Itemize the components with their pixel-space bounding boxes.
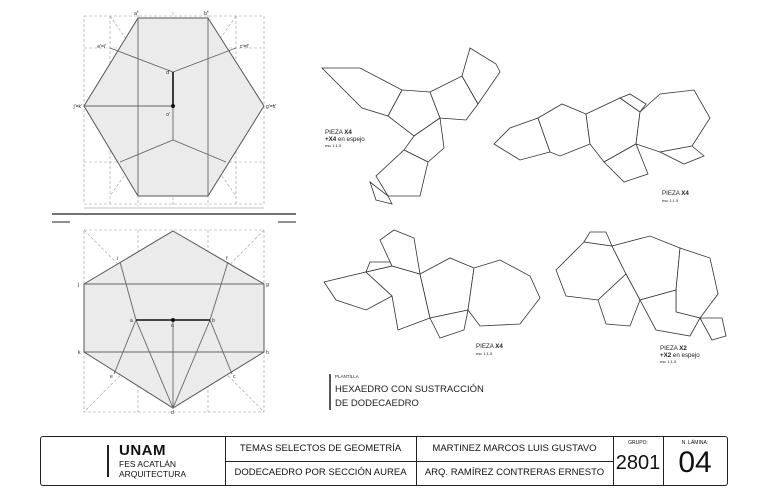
piece-2-count: X4: [681, 190, 689, 197]
piece-4-mirror: en espejo: [671, 352, 700, 359]
svg-text:+X2 en espejo: +X2 en espejo: [660, 352, 700, 359]
net-piece-1: [321, 47, 501, 205]
piece-4-count: X2: [679, 345, 687, 352]
label-j: j: [77, 282, 79, 288]
piece-3-count: X4: [495, 343, 503, 350]
plantilla-line1: HEXAEDRO CON SUSTRACCIÓN: [335, 384, 484, 395]
label-c-f-prime: c'=f': [240, 44, 249, 50]
label-e-i-prime: e'=i': [97, 44, 106, 50]
piece-3-scale: esc 1:1.5: [476, 351, 493, 356]
piece-label-3: PIEZA X4 esc 1:1.5: [476, 343, 503, 356]
svg-text:PIEZA X4: PIEZA X4: [325, 129, 352, 136]
elevation-view: a' b' e'=i' c'=f' j'=k' g'=h' d' o': [73, 10, 276, 206]
sheet-number: 04: [678, 446, 712, 479]
piece-4-title: PIEZA: [660, 345, 679, 352]
label-d-prime: d': [166, 70, 170, 76]
label-o: o: [171, 323, 174, 329]
label-c: c: [233, 374, 236, 380]
piece-2-title: PIEZA: [662, 190, 681, 197]
student-name: MARTINEZ MARCOS LUIS GUSTAVO: [432, 443, 597, 454]
label-e: e: [110, 374, 113, 380]
plantilla-caption: PLANTILLA HEXAEDRO CON SUSTRACCIÓN DE DO…: [329, 374, 484, 410]
plantilla-tag: PLANTILLA: [335, 374, 359, 379]
label-h: h: [266, 350, 269, 356]
piece-2-scale: esc 1:1.5: [662, 198, 679, 203]
piece-3-title: PIEZA: [476, 343, 495, 350]
label-d: d: [171, 410, 174, 416]
label-a-prime: a': [134, 11, 138, 17]
label-f: f: [226, 256, 228, 262]
piece-label-4: PIEZA X2 +X2 en espejo esc 1:1.5: [660, 345, 700, 364]
title-block: UNAM FES ACATLÁN ARQUITECTURA TEMAS SELE…: [40, 436, 728, 486]
piece-4-mirror-count: +X2: [660, 352, 672, 359]
svg-text:+X4 en espejo: +X4 en espejo: [325, 136, 365, 143]
label-o-prime: o': [166, 112, 170, 118]
group-number: 2801: [615, 452, 661, 474]
institution-name: UNAM: [119, 442, 166, 459]
topic-name: DODECAEDRO POR SECCIÓN AUREA: [234, 467, 407, 478]
program-name: ARQUITECTURA: [119, 469, 187, 479]
teacher-name: ARQ. RAMÍREZ CONTRERAS ERNESTO: [424, 467, 605, 478]
net-piece-3: [323, 229, 541, 339]
piece-1-mirror-count: +X4: [325, 136, 337, 143]
piece-1-scale: esc 1:1.5: [325, 143, 342, 148]
label-a: a: [130, 318, 133, 324]
sheet-label: N. LÁMINA:: [681, 440, 709, 446]
course-name: TEMAS SELECTOS DE GEOMETRÍA: [239, 443, 402, 454]
net-piece-2: [493, 89, 711, 183]
label-k: k: [78, 350, 81, 356]
label-b-prime: b': [204, 11, 208, 17]
piece-1-count: X4: [344, 129, 352, 136]
label-j-k-prime: j'=k': [73, 104, 82, 110]
logo-divider: [107, 445, 109, 477]
label-b: b: [212, 318, 215, 324]
svg-text:PIEZA X4: PIEZA X4: [662, 190, 689, 197]
faculty-name: FES ACATLÁN: [119, 459, 176, 469]
plan-view: i f j g a o b k h e c d: [77, 229, 269, 416]
label-i: i: [117, 256, 118, 262]
ground-line: [52, 207, 296, 223]
piece-label-1: PIEZA X4 +X4 en espejo esc 1:1.5: [325, 129, 365, 148]
svg-text:PIEZA X2: PIEZA X2: [660, 345, 687, 352]
plantilla-line2: DE DODECAEDRO: [335, 398, 419, 409]
label-g: g: [266, 282, 269, 288]
svg-text:PIEZA X4: PIEZA X4: [476, 343, 503, 350]
piece-1-title: PIEZA: [325, 129, 344, 136]
piece-label-2: PIEZA X4 esc 1:1.5: [662, 190, 689, 203]
piece-4-scale: esc 1:1.5: [660, 359, 677, 364]
group-label: GRUPO:: [628, 440, 648, 446]
net-piece-4: [555, 231, 727, 341]
label-g-h-prime: g'=h': [266, 104, 276, 110]
piece-1-mirror: en espejo: [336, 136, 365, 143]
